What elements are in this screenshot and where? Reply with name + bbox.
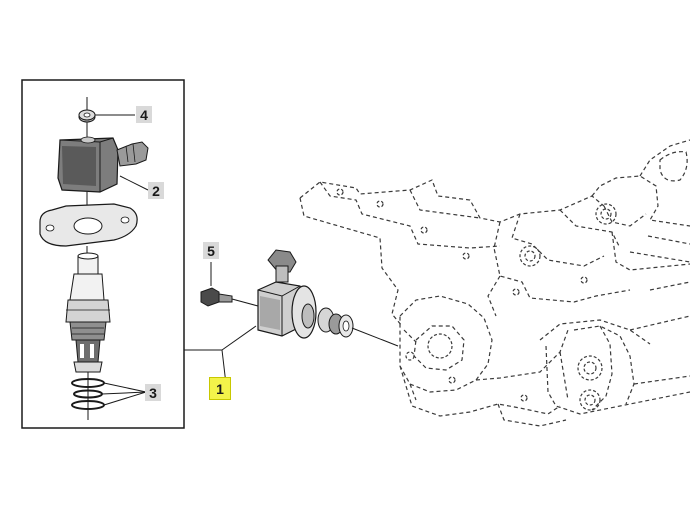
solenoid-coil-part	[57, 136, 149, 193]
callout-part-2[interactable]: 2	[148, 182, 164, 199]
assembled-valve	[200, 249, 399, 347]
housing-details	[336, 188, 617, 411]
leader-line-1	[184, 325, 257, 385]
exploded-view-inset	[21, 79, 185, 429]
callout-part-3[interactable]: 3	[145, 384, 161, 401]
callout-part-5[interactable]: 5	[203, 242, 219, 259]
valve-cartridge-part	[65, 252, 111, 420]
callout-part-1[interactable]: 1	[209, 377, 231, 400]
callout-part-4[interactable]: 4	[136, 106, 152, 123]
o-rings-part	[71, 378, 147, 410]
mounting-plate-part	[39, 192, 138, 258]
bolt-part	[200, 262, 259, 307]
nut-part	[78, 97, 135, 146]
transmission-housing-outline	[299, 139, 690, 427]
